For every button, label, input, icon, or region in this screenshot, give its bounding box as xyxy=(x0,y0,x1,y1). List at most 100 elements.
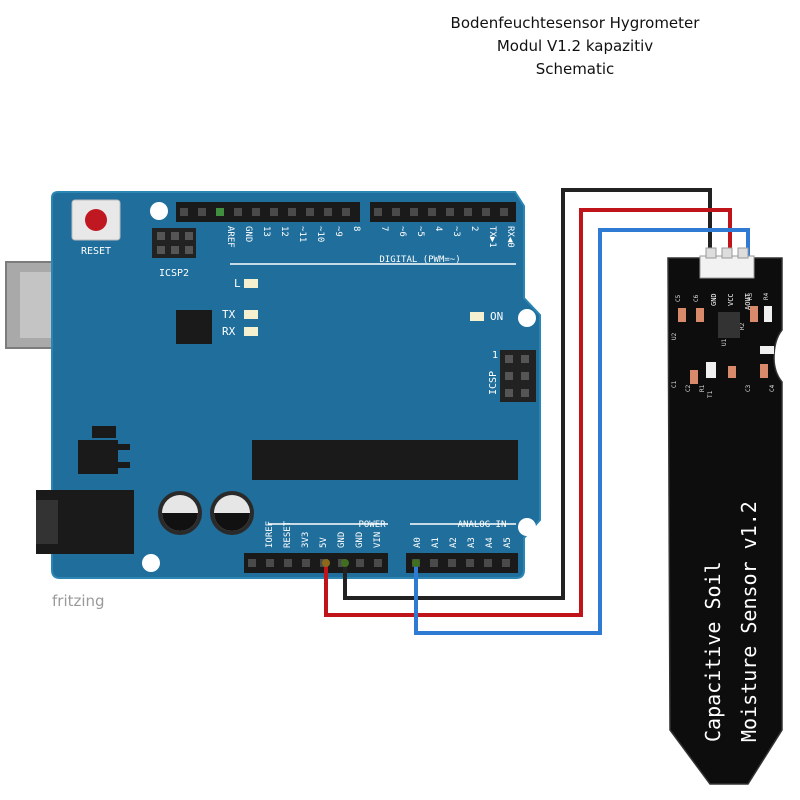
digital-pin-hole xyxy=(500,208,508,216)
power-pin-label: IOREF xyxy=(265,521,275,548)
digital-pin-hole xyxy=(324,208,332,216)
analog-pin-label: A4 xyxy=(485,537,495,548)
capacitor xyxy=(210,491,254,535)
digital-pin-label: 8 xyxy=(351,226,361,231)
digital-pin-hole xyxy=(428,208,436,216)
digital-pin-hole xyxy=(342,208,350,216)
icsp-label: ICSP xyxy=(488,371,499,395)
led-l xyxy=(244,279,258,288)
digital-pin-label: 7 xyxy=(379,226,389,231)
digital-pin-hole xyxy=(464,208,472,216)
sensor-component-label: T1 xyxy=(707,390,714,398)
title-line-2: Modul V1.2 kapazitiv xyxy=(496,37,654,55)
power-jack-opening xyxy=(36,500,58,544)
sensor-title-line-2: Moisture Sensor v1.2 xyxy=(737,501,761,742)
digital-pin-holes xyxy=(180,208,508,216)
power-pin-label: GND xyxy=(337,532,347,548)
sensor-component-label: C5 xyxy=(675,294,682,302)
power-pin-label: 3V3 xyxy=(301,532,311,548)
wire-a0 xyxy=(414,228,750,635)
icsp2-header xyxy=(152,228,196,258)
analog-pin-hole xyxy=(466,559,474,567)
analog-pin-hole xyxy=(502,559,510,567)
icsp-header xyxy=(500,350,536,402)
power-pin-hole xyxy=(284,559,292,567)
sensor-pin-vcc: VCC xyxy=(727,293,735,306)
digital-pin-label: 13 xyxy=(261,226,271,237)
reset-label: RESET xyxy=(81,246,111,257)
smd-part xyxy=(678,308,686,322)
digital-pin-label: 2 xyxy=(469,226,479,231)
digital-pin-label: 4 xyxy=(433,226,443,231)
sensor-component-label: R1 xyxy=(699,384,706,392)
digital-pin-hole xyxy=(198,208,206,216)
smd-part xyxy=(760,346,774,354)
power-pin-label: RESET xyxy=(283,520,293,548)
power-pin-hole xyxy=(266,559,274,567)
sensor-component-label: C2 xyxy=(685,384,692,392)
digital-pin-hole xyxy=(234,208,242,216)
sensor-component-label: C1 xyxy=(671,380,678,388)
sensor-component-label: U1 xyxy=(721,338,728,346)
led-tx-label: TX xyxy=(222,308,236,321)
sensor-component-label: C6 xyxy=(693,294,700,302)
sensor-component-label: R4 xyxy=(763,292,770,300)
analog-pin-hole xyxy=(448,559,456,567)
power-pin-hole xyxy=(248,559,256,567)
digital-pin-hole xyxy=(374,208,382,216)
mount-hole xyxy=(518,309,536,327)
bottom-pin-holes xyxy=(248,559,510,567)
power-label: POWER xyxy=(358,520,386,530)
analog-pin-hole xyxy=(484,559,492,567)
led-on-label: ON xyxy=(490,310,503,323)
wires xyxy=(322,188,750,635)
smd-part xyxy=(764,306,772,322)
title-line-3: Schematic xyxy=(535,60,615,78)
icsp2-label: ICSP2 xyxy=(159,268,189,279)
sensor-connector xyxy=(699,255,755,279)
reset-button-cap[interactable] xyxy=(85,209,107,231)
wire-end-gnd xyxy=(341,559,349,567)
fritzing-logo: fritzing xyxy=(52,592,105,610)
power-pin-hole xyxy=(356,559,364,567)
sensor-pin-aout: AOUT xyxy=(744,292,752,310)
regulator-tab xyxy=(92,426,116,438)
digital-header-left xyxy=(176,202,360,222)
smd-part xyxy=(760,364,768,378)
smd-part xyxy=(690,370,698,384)
digital-pin-label: 12 xyxy=(279,226,289,237)
digital-pin-label: ~10 xyxy=(315,226,325,242)
analog-pin-label: A0 xyxy=(413,537,423,548)
digital-pin-hole xyxy=(216,208,224,216)
sensor-ic-u1 xyxy=(718,312,740,338)
wire-end-5v xyxy=(322,559,330,567)
power-pin-hole xyxy=(374,559,382,567)
wire-gnd xyxy=(343,188,712,600)
power-pin-label: 5V xyxy=(319,537,329,548)
smd-part xyxy=(706,362,716,378)
analog-pin-label: A1 xyxy=(431,537,441,548)
digital-pin-label: TX▶1 xyxy=(487,226,497,248)
power-pin-hole xyxy=(302,559,310,567)
power-pin-label: VIN xyxy=(373,532,383,548)
wire-end-a0 xyxy=(412,559,420,567)
mount-hole xyxy=(150,202,168,220)
digital-pin-hole xyxy=(306,208,314,216)
digital-pin-hole xyxy=(392,208,400,216)
mount-hole xyxy=(518,518,536,536)
smd-part xyxy=(696,308,704,322)
sensor-component-label: C3 xyxy=(745,384,752,392)
sensor-component-label: C4 xyxy=(769,384,776,392)
usb-chip xyxy=(176,310,212,344)
digital-pin-hole xyxy=(446,208,454,216)
digital-pin-label: ~6 xyxy=(397,226,407,237)
led-rx xyxy=(244,327,258,336)
digital-pin-hole xyxy=(410,208,418,216)
capacitor xyxy=(158,491,202,535)
analog-pin-label: A3 xyxy=(467,537,477,548)
sensor-component-label: R3 xyxy=(747,292,754,300)
led-tx xyxy=(244,310,258,319)
digital-pin-hole xyxy=(180,208,188,216)
led-l-label: L xyxy=(234,277,241,290)
